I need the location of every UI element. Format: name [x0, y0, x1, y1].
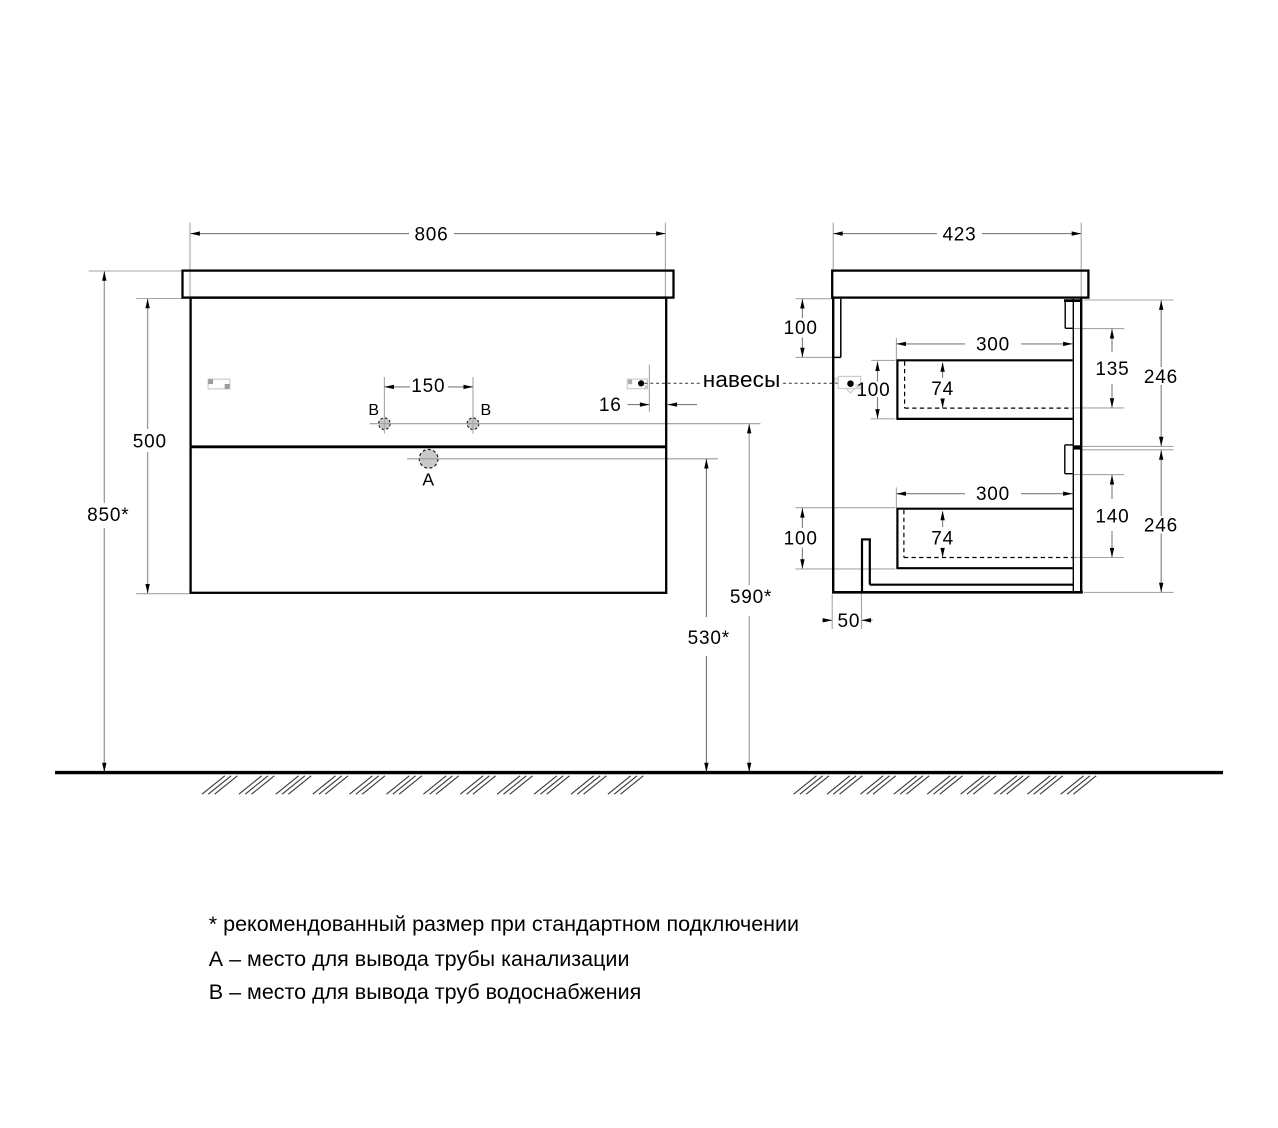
svg-text:246: 246 [1144, 516, 1178, 537]
svg-text:16: 16 [599, 395, 622, 416]
svg-text:135: 135 [1095, 359, 1129, 380]
svg-text:423: 423 [942, 224, 976, 245]
svg-text:246: 246 [1144, 367, 1178, 388]
svg-text:100: 100 [784, 318, 818, 339]
svg-text:A: A [422, 469, 434, 489]
svg-text:100: 100 [784, 529, 818, 550]
svg-text:150: 150 [411, 376, 445, 397]
svg-text:* рекомендованный размер при с: * рекомендованный размер при стандартном… [209, 912, 799, 936]
svg-text:530*: 530* [688, 628, 730, 649]
svg-text:B: B [368, 402, 379, 419]
svg-text:B: B [480, 402, 491, 419]
svg-text:300: 300 [976, 484, 1010, 505]
svg-text:100: 100 [856, 380, 890, 401]
svg-text:А – место для вывода трубы кан: А – место для вывода трубы канализации [209, 947, 630, 971]
svg-text:850*: 850* [87, 505, 129, 526]
svg-text:590*: 590* [730, 587, 772, 608]
svg-text:140: 140 [1095, 506, 1129, 527]
svg-text:500: 500 [133, 431, 167, 452]
svg-text:В – место для вывода труб водо: В – место для вывода труб водоснабжения [209, 980, 642, 1004]
svg-text:навесы: навесы [703, 367, 781, 392]
svg-text:74: 74 [931, 379, 954, 400]
svg-text:806: 806 [414, 224, 448, 245]
svg-text:300: 300 [976, 334, 1010, 355]
svg-text:74: 74 [931, 528, 954, 549]
svg-text:50: 50 [838, 611, 861, 632]
